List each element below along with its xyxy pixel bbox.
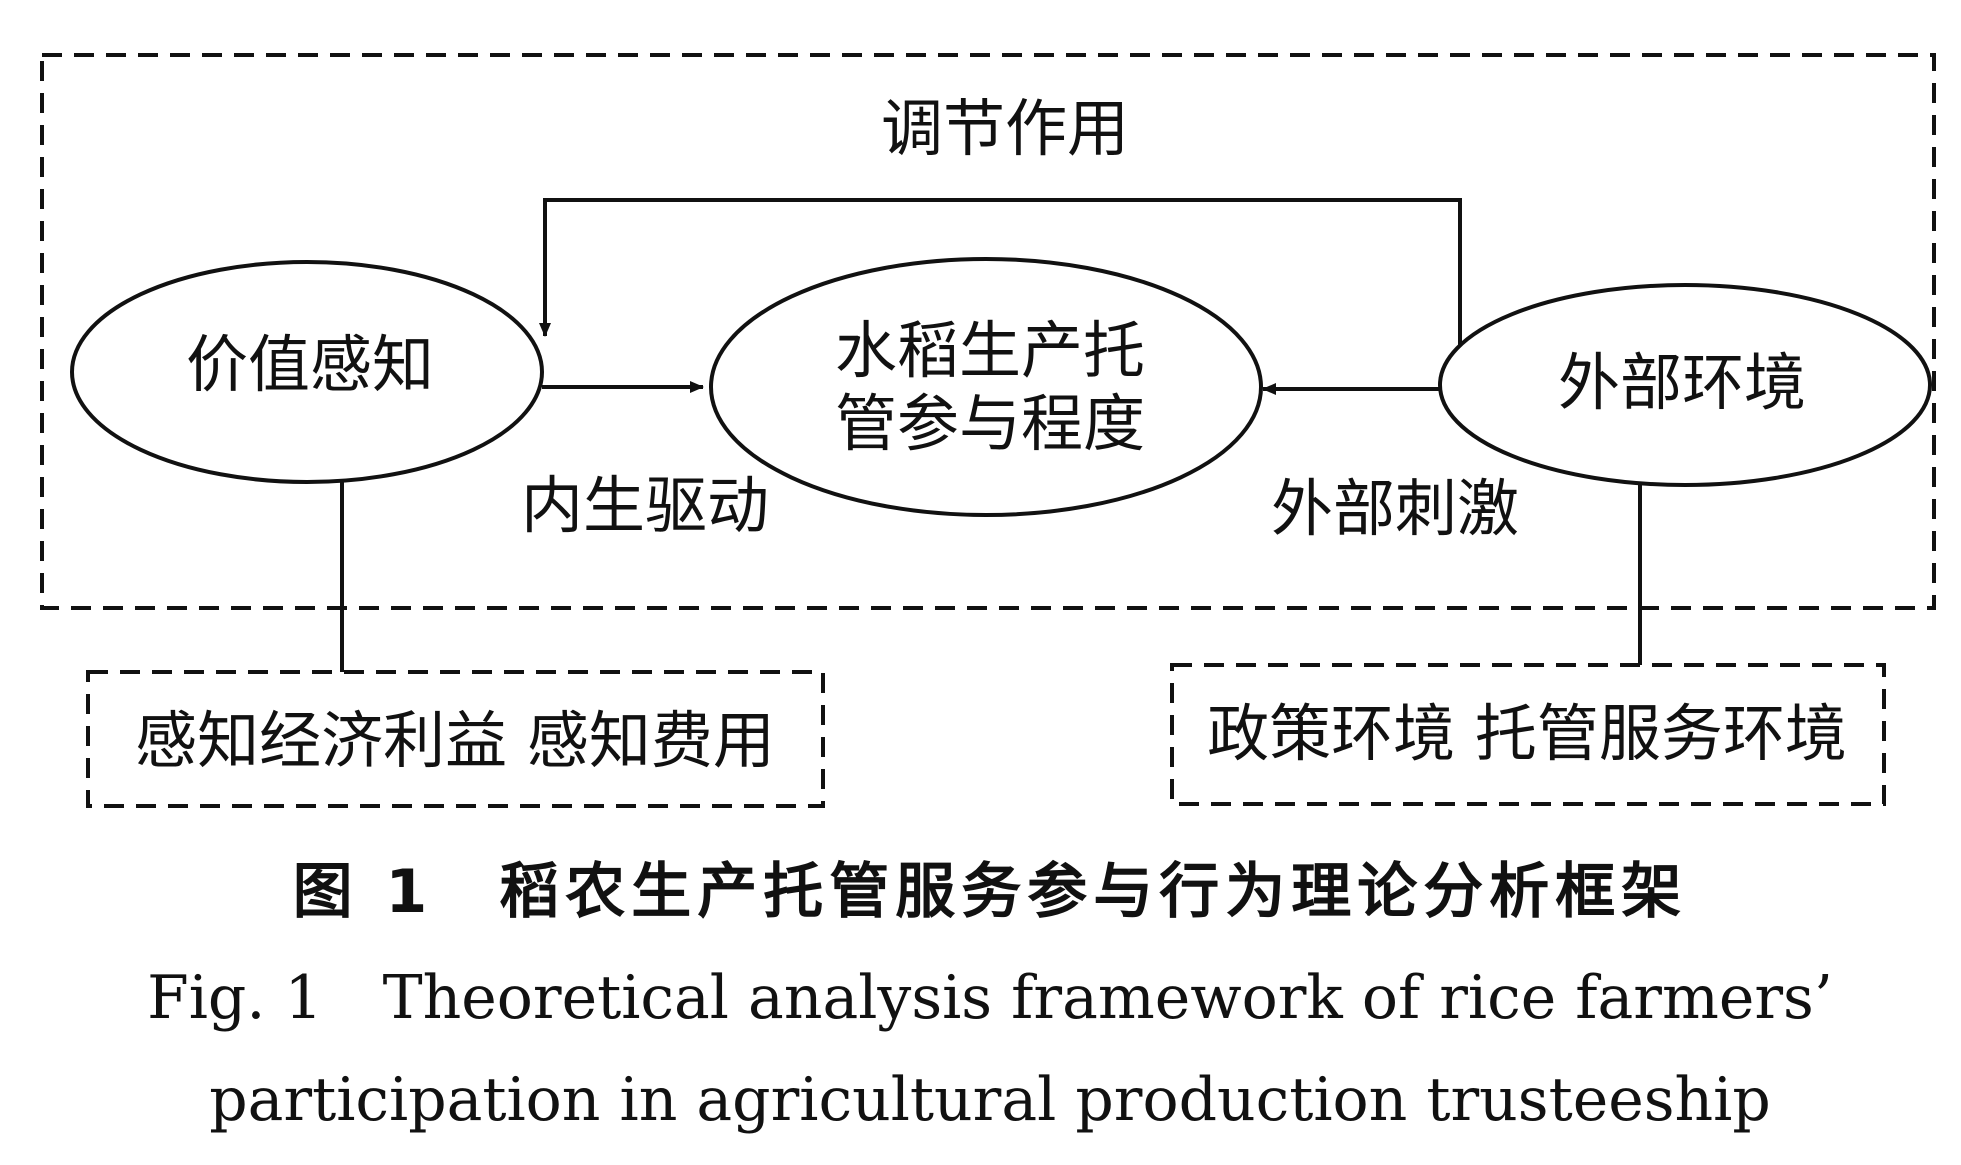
external-environment-label: 外部环境 [1558, 346, 1806, 419]
participation-degree-node [709, 257, 1263, 517]
moderation-arrow [539, 198, 1462, 348]
outer-dashed-frame [40, 53, 1936, 610]
value-perception-label: 价值感知 [186, 328, 434, 401]
internal-drive-label: 内生驱动 [521, 469, 769, 542]
external-environment-node [1438, 283, 1932, 487]
environment-dimensions-box [1170, 663, 1886, 806]
participation-label-line1: 水稻生产托 [835, 314, 1145, 387]
value-perception-node [70, 260, 544, 484]
caption-english-line2: participation in agricultural production… [209, 1065, 1771, 1135]
moderation-label: 调节作用 [881, 92, 1129, 165]
external-stimulus-label: 外部刺激 [1271, 472, 1519, 545]
value-dimensions-box [86, 670, 825, 808]
caption-english-line1: Fig. 1 Theoretical analysis framework of… [147, 963, 1833, 1033]
environment-dimensions-text: 政策环境 托管服务环境 [1207, 697, 1847, 770]
caption-chinese: 图 1 稻农生产托管服务参与行为理论分析框架 [293, 857, 1688, 927]
value-dimensions-text: 感知经济利益 感知费用 [135, 704, 775, 777]
participation-label-line2: 管参与程度 [835, 387, 1145, 460]
